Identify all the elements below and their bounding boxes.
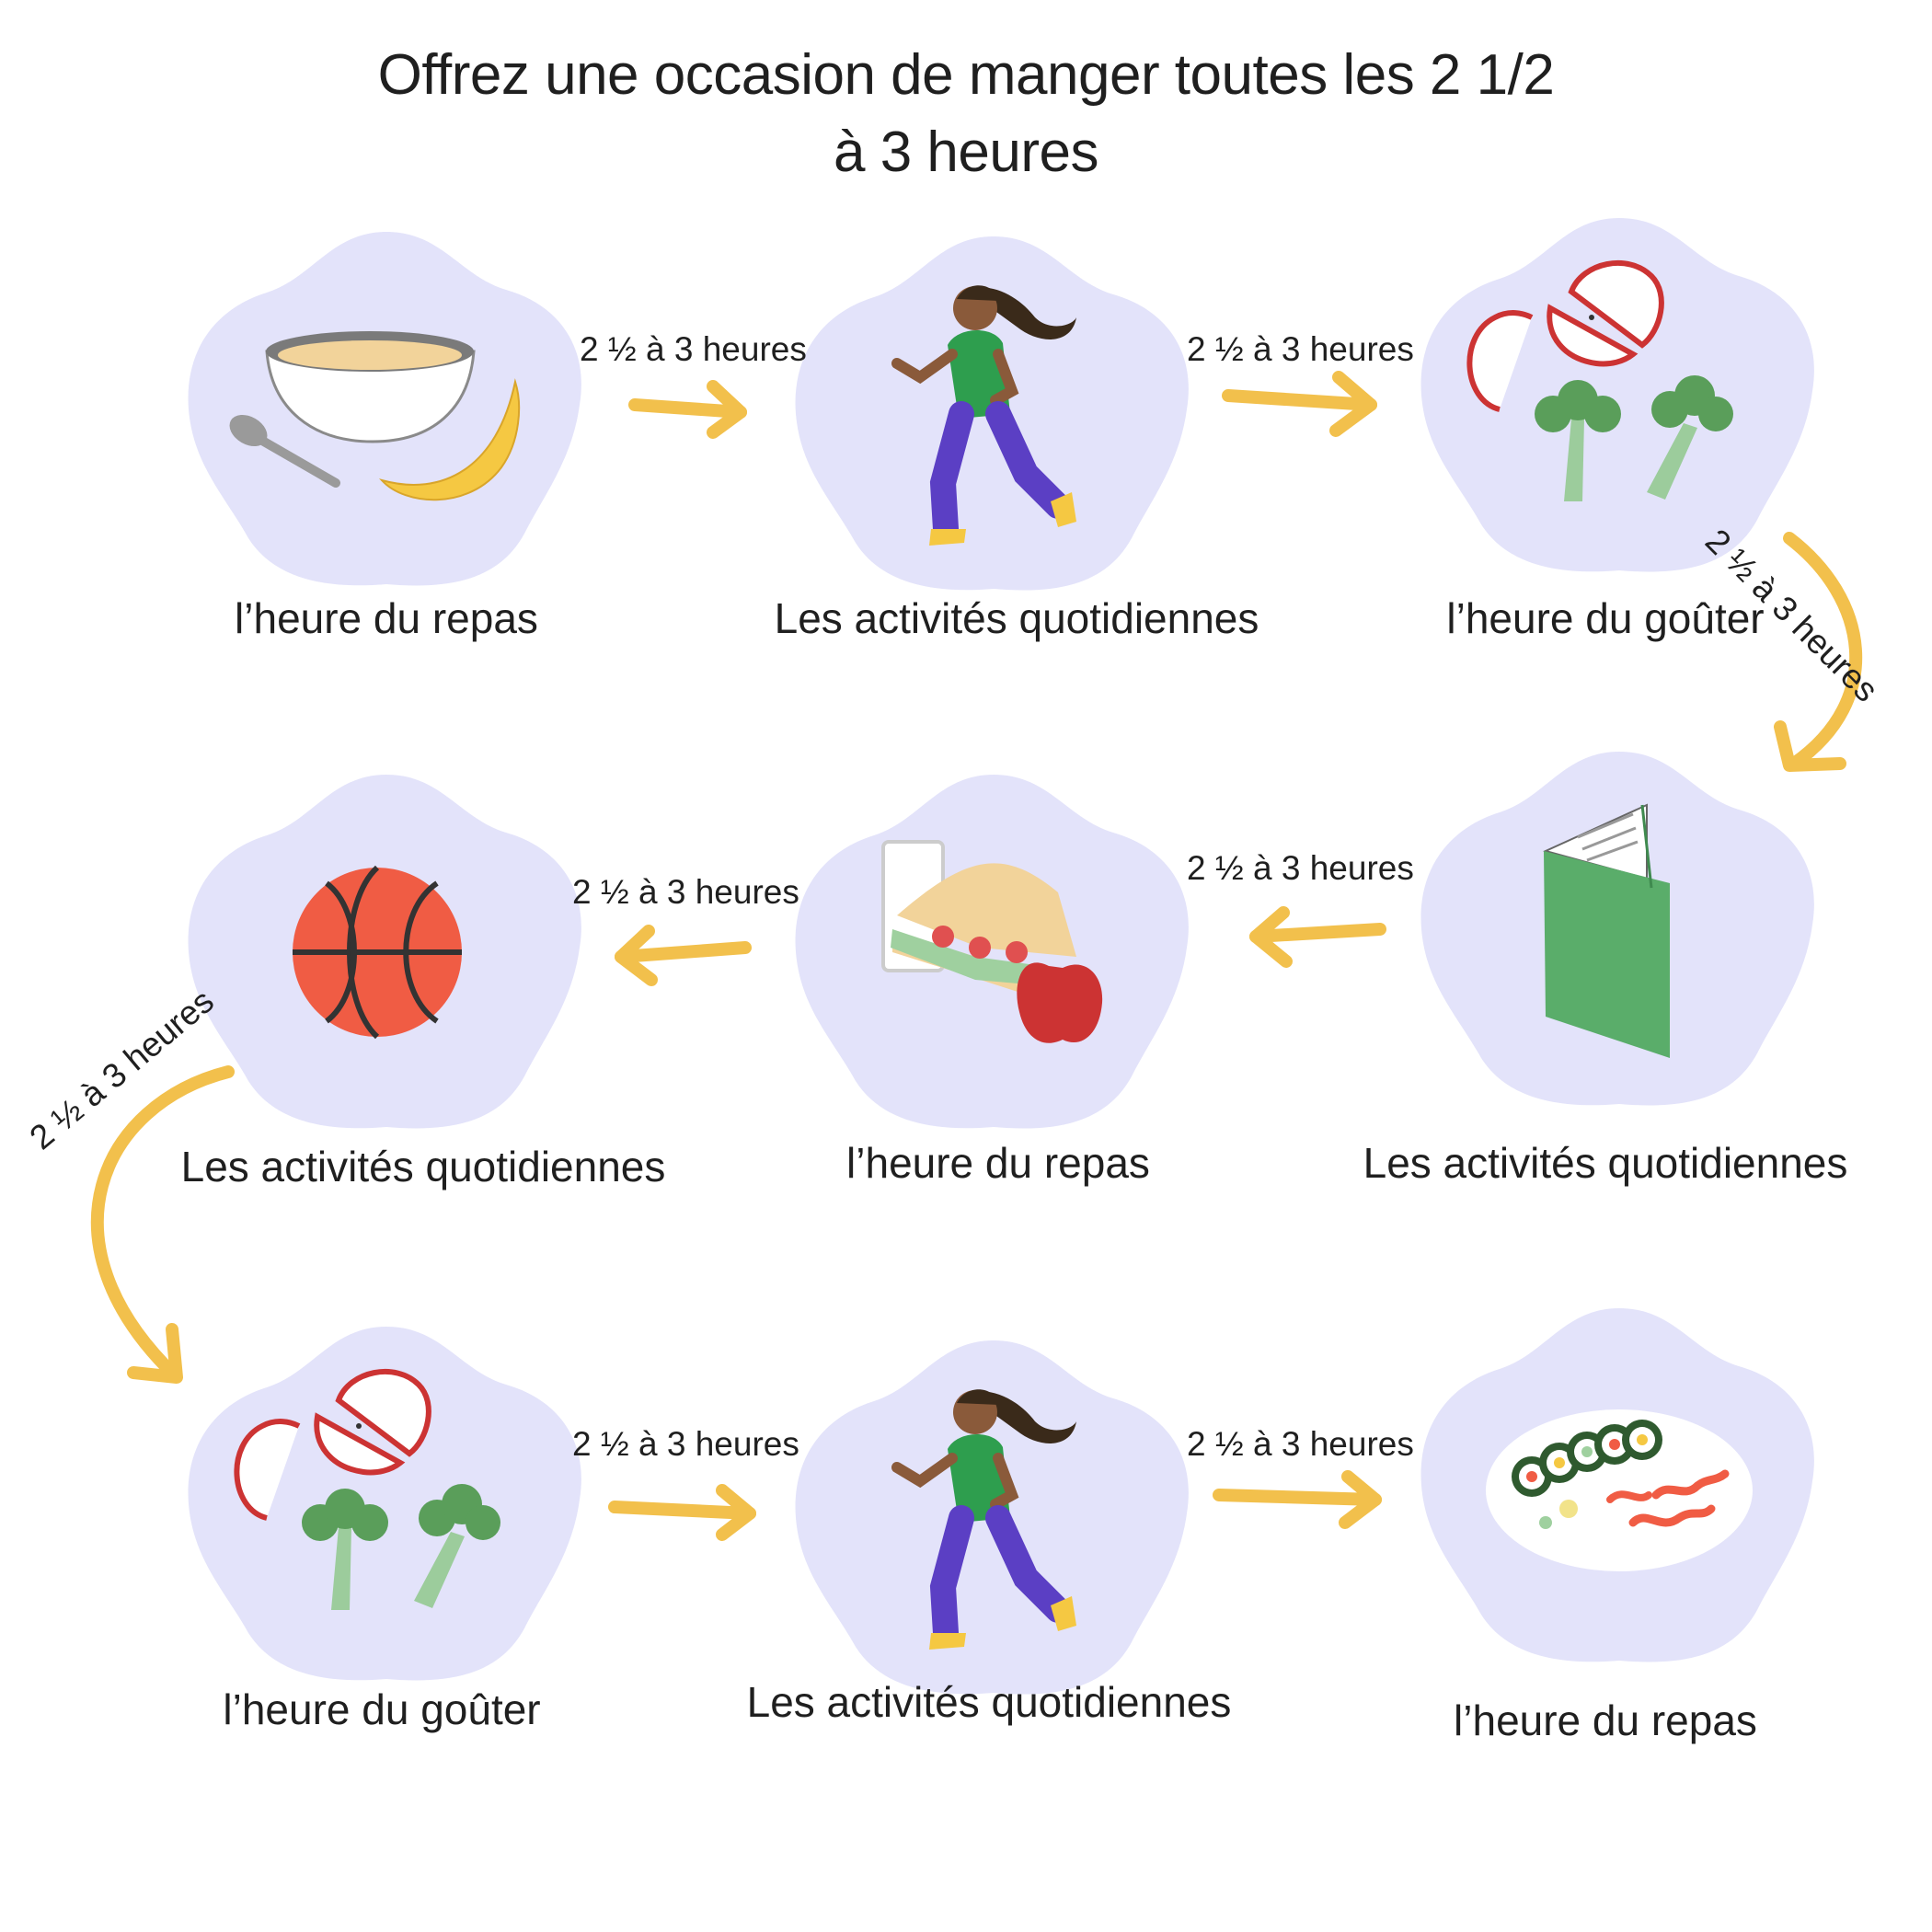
interval-label-8: 2 ½ à 3 heures bbox=[1187, 1425, 1414, 1463]
runner-icon bbox=[795, 236, 1189, 591]
step-6-node bbox=[175, 764, 598, 1141]
step-9-node bbox=[1408, 1297, 1831, 1674]
step-5-node bbox=[782, 764, 1205, 1141]
interval-label-7: 2 ½ à 3 heures bbox=[572, 1425, 799, 1463]
runner-icon bbox=[795, 1340, 1189, 1695]
step-6-label: Les activités quotidiennes bbox=[180, 1143, 666, 1190]
step-2-node bbox=[782, 225, 1205, 603]
step-1-node bbox=[175, 221, 598, 598]
interval-label-2: 2 ½ à 3 heures bbox=[1187, 330, 1414, 368]
book-icon bbox=[1420, 752, 1814, 1106]
sandwich-milk-apple-icon bbox=[795, 775, 1189, 1129]
step-3-node bbox=[1408, 207, 1831, 584]
step-7-label: l’heure du goûter bbox=[223, 1685, 541, 1733]
interval-label-4: 2 ½ à 3 heures bbox=[1187, 849, 1414, 887]
step-1-label: l’heure du repas bbox=[235, 594, 538, 642]
step-5-label: l’heure du repas bbox=[846, 1139, 1150, 1187]
interval-label-5: 2 ½ à 3 heures bbox=[572, 873, 799, 911]
step-4-label: Les activités quotidiennes bbox=[1363, 1139, 1848, 1187]
step-8-node bbox=[782, 1329, 1205, 1707]
diagram-title: Offrez une occasion de manger toutes les… bbox=[230, 37, 1702, 191]
title-line-2: à 3 heures bbox=[834, 121, 1099, 184]
porridge-banana-icon bbox=[188, 232, 581, 586]
step-4-node bbox=[1408, 741, 1831, 1118]
step-8-label: Les activités quotidiennes bbox=[746, 1678, 1232, 1726]
basketball-icon bbox=[188, 775, 581, 1129]
step-7-node bbox=[175, 1316, 598, 1693]
interval-label-1: 2 ½ à 3 heures bbox=[580, 330, 807, 368]
apple-broccoli-icon bbox=[188, 1327, 581, 1681]
title-line-1: Offrez une occasion de manger toutes les… bbox=[377, 43, 1555, 107]
step-3-label: l’heure du goûter bbox=[1446, 594, 1765, 642]
step-9-label: l’heure du repas bbox=[1454, 1696, 1757, 1744]
apple-broccoli-icon bbox=[1420, 218, 1814, 572]
step-2-label: Les activités quotidiennes bbox=[774, 594, 1259, 642]
sushi-plate-icon bbox=[1420, 1308, 1814, 1662]
